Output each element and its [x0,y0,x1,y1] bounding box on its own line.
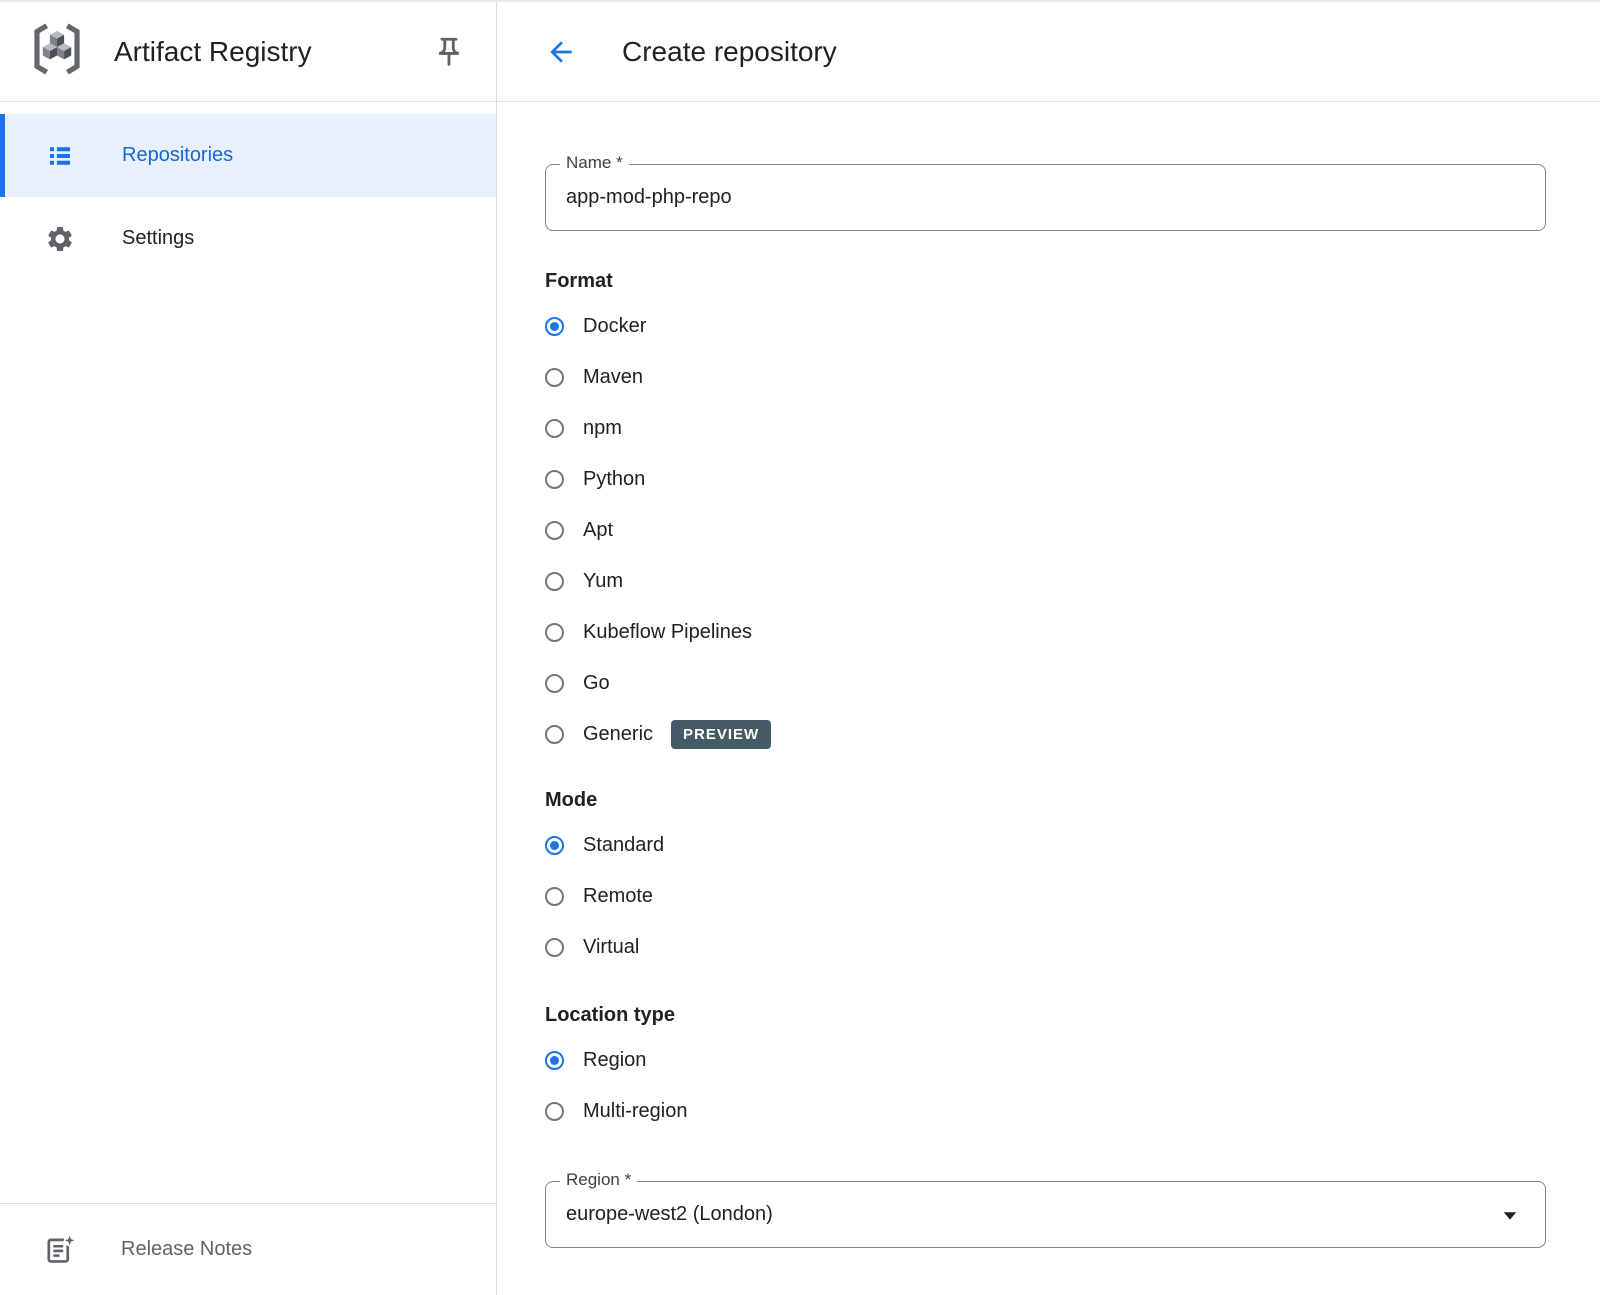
sidebar-item-label: Release Notes [121,1238,253,1260]
radio-unselected-icon[interactable] [545,725,564,744]
name-input[interactable] [546,165,1545,230]
radio-selected-icon[interactable] [545,317,564,336]
release-notes-icon [44,1234,76,1266]
region-field-label: Region * [560,1170,638,1190]
sidebar-item-label: Repositories [122,144,234,166]
format-section-title: Format [545,270,613,292]
radio-unselected-icon[interactable] [545,674,564,693]
radio-unselected-icon[interactable] [545,887,564,906]
artifact-registry-logo-icon [26,18,88,85]
region-field-value: europe-west2 (London) [566,1203,773,1225]
create-repository-form: Name * Format Docker Maven npm [497,102,1600,1248]
location-option-multi-region[interactable]: Multi-region [545,1086,687,1137]
sidebar-item-label: Settings [122,227,195,249]
radio-unselected-icon[interactable] [545,521,564,540]
mode-option-virtual[interactable]: Virtual [545,922,639,973]
region-field-wrap: Region * europe-west2 (London) [545,1170,1546,1248]
format-option-go[interactable]: Go [545,658,610,709]
radio-selected-icon[interactable] [545,1051,564,1070]
format-option-yum[interactable]: Yum [545,556,623,607]
radio-selected-icon[interactable] [545,836,564,855]
format-option-kubeflow-pipelines[interactable]: Kubeflow Pipelines [545,607,752,658]
radio-unselected-icon[interactable] [545,419,564,438]
sidebar-item-repositories[interactable]: Repositories [0,114,496,197]
radio-unselected-icon[interactable] [545,470,564,489]
preview-badge: PREVIEW [671,720,772,749]
format-section: Format Docker Maven npm Python [545,269,1546,760]
location-type-section-title: Location type [545,1004,676,1026]
radio-unselected-icon[interactable] [545,623,564,642]
mode-option-remote[interactable]: Remote [545,871,653,922]
dropdown-caret-icon[interactable] [1497,1202,1523,1228]
sidebar-item-release-notes[interactable]: Release Notes [0,1203,496,1295]
format-option-apt[interactable]: Apt [545,505,613,556]
main-panel: Create repository Name * Format Docker M… [497,2,1600,1295]
mode-section: Mode Standard Remote Virtual [545,788,1546,973]
repositories-list-icon [45,141,75,171]
sidebar-header: Artifact Registry [0,2,496,102]
format-option-python[interactable]: Python [545,454,645,505]
radio-unselected-icon[interactable] [545,572,564,591]
pin-icon[interactable] [432,35,466,69]
sidebar-item-settings[interactable]: Settings [0,197,496,280]
location-option-region[interactable]: Region [545,1035,646,1086]
format-option-npm[interactable]: npm [545,403,622,454]
name-field-label: Name * [560,153,629,173]
sidebar: Artifact Registry Repositories [0,2,497,1295]
format-option-docker[interactable]: Docker [545,301,646,352]
sidebar-nav: Repositories Settings [0,114,496,280]
format-option-generic[interactable]: Generic PREVIEW [545,709,772,760]
location-type-section: Location type Region Multi-region [545,1003,1546,1137]
page-header: Create repository [497,2,1600,102]
page-title: Create repository [622,35,837,67]
name-field: Name * [545,153,1546,231]
radio-unselected-icon[interactable] [545,938,564,957]
back-arrow-icon[interactable] [545,36,577,68]
region-select[interactable]: Region * europe-west2 (London) [545,1170,1546,1248]
radio-unselected-icon[interactable] [545,1102,564,1121]
mode-section-title: Mode [545,789,598,811]
app-title: Artifact Registry [114,35,312,67]
format-option-maven[interactable]: Maven [545,352,643,403]
radio-unselected-icon[interactable] [545,368,564,387]
mode-option-standard[interactable]: Standard [545,820,664,871]
gear-icon [45,224,75,254]
